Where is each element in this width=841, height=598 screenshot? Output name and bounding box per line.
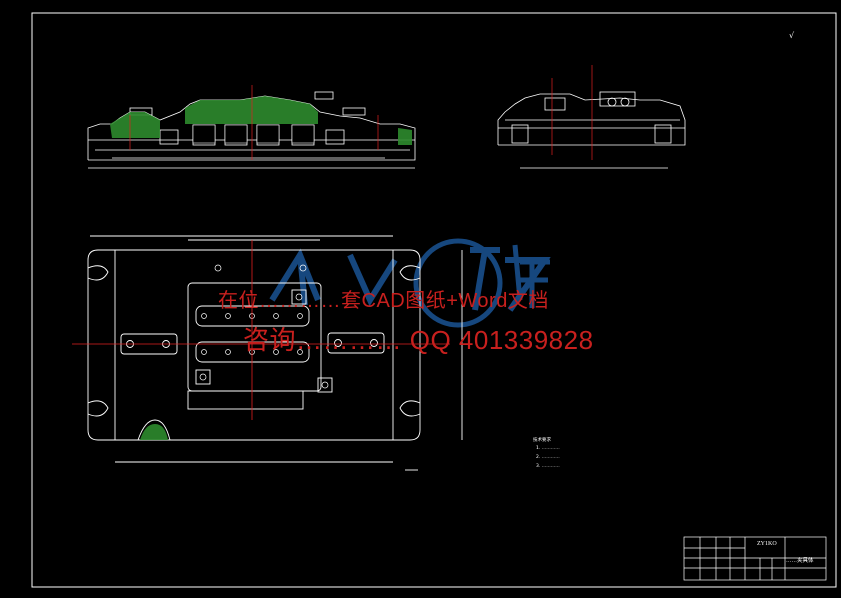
plan-view-center-lines [72,240,450,420]
title-block-drawing-code: ZY1KO [757,541,777,547]
front-view-section-hatch [110,96,412,145]
drawing-frame [31,12,837,588]
plan-view-hatch [140,424,168,440]
technical-notes-title: 技术要求 [533,438,551,443]
front-view-hatch-cutouts [192,124,315,144]
title-block [683,536,827,581]
title-block-drawing-name: ……夹具体 [786,558,814,564]
technical-note-1: 1. ………… [536,446,560,451]
watermark-text-line2: 咨询………… QQ 401339828 [243,325,594,355]
plan-view [87,235,463,471]
technical-note-2: 2. ………… [536,455,560,460]
technical-note-3: 3. ………… [536,464,560,469]
side-view-center-lines [551,65,593,160]
front-view-center-lines [129,85,379,160]
watermark-text-line1: 在位…………套CAD图纸+Word文档 [218,290,549,312]
watermark-logo [269,238,551,328]
side-view [497,91,686,169]
surface-roughness-symbol: √ [789,31,795,40]
